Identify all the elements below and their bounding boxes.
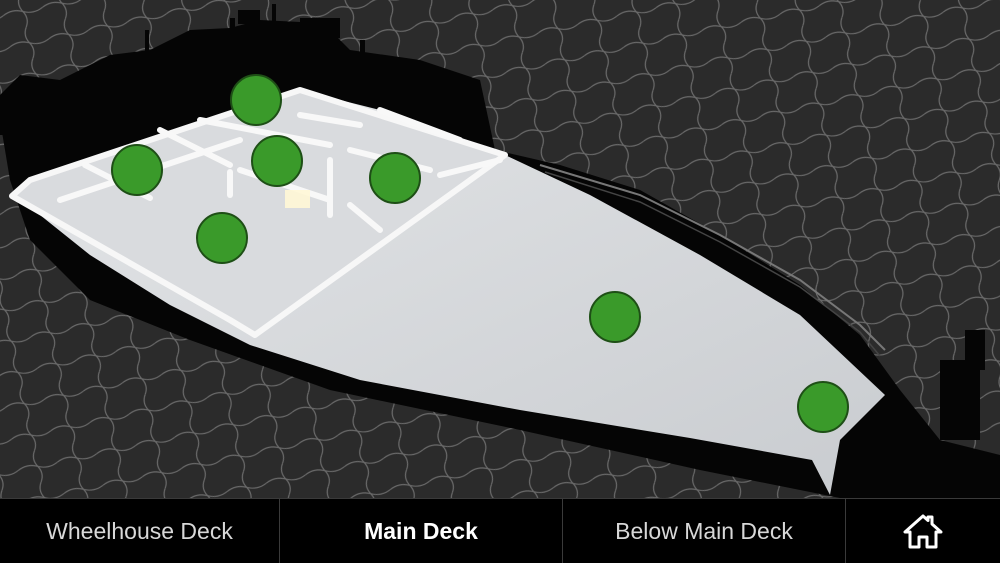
cabin-light xyxy=(285,190,310,208)
hotspot-marker[interactable] xyxy=(230,74,282,126)
hotspot-marker[interactable] xyxy=(369,152,421,204)
hotspot-marker[interactable] xyxy=(196,212,248,264)
tab-main-deck[interactable]: Main Deck xyxy=(280,499,563,563)
home-icon xyxy=(903,514,943,549)
home-button[interactable] xyxy=(846,499,1000,563)
hotspot-marker[interactable] xyxy=(251,135,303,187)
deck-nav-bar: Wheelhouse Deck Main Deck Below Main Dec… xyxy=(0,498,1000,563)
ship-scene xyxy=(0,0,1000,498)
deck-viewer xyxy=(0,0,1000,498)
side-railing-lower xyxy=(544,171,881,357)
side-railing xyxy=(539,164,886,351)
hotspot-marker[interactable] xyxy=(589,291,641,343)
tab-wheelhouse-deck[interactable]: Wheelhouse Deck xyxy=(0,499,280,563)
hotspot-marker[interactable] xyxy=(111,144,163,196)
hotspot-marker[interactable] xyxy=(797,381,849,433)
tab-below-main-deck[interactable]: Below Main Deck xyxy=(563,499,846,563)
